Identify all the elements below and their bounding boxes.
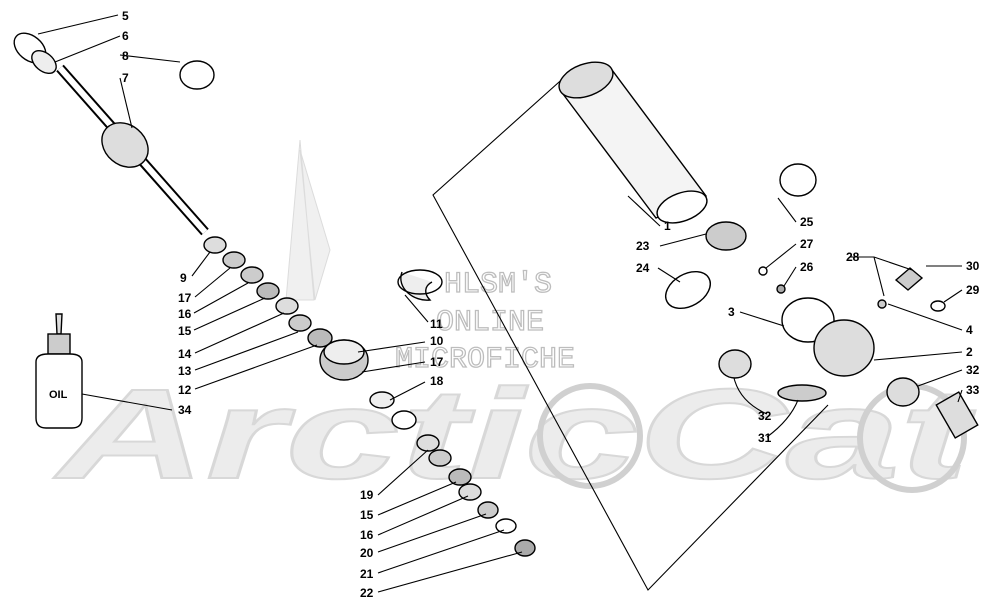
callout-24: 24 xyxy=(636,261,650,275)
washer xyxy=(391,410,417,430)
valve-core xyxy=(877,299,887,309)
seal-head xyxy=(101,122,149,168)
callout-1: 1 xyxy=(664,219,671,233)
valve-disc xyxy=(777,384,827,402)
washer xyxy=(448,468,472,486)
callout-12: 12 xyxy=(178,383,192,397)
callout-32: 32 xyxy=(966,363,980,377)
callout-4: 4 xyxy=(966,323,973,337)
callout-34: 34 xyxy=(178,403,192,417)
callout-18: 18 xyxy=(430,374,444,388)
callout-2: 2 xyxy=(966,345,973,359)
callout-26: 26 xyxy=(800,260,814,274)
washer xyxy=(240,266,264,284)
washer xyxy=(307,328,333,348)
callout-17: 17 xyxy=(430,355,444,369)
washer xyxy=(222,251,246,269)
callout-20: 20 xyxy=(360,546,374,560)
callout-27: 27 xyxy=(800,237,814,251)
callout-15: 15 xyxy=(360,508,374,522)
washer xyxy=(203,236,227,254)
valve-fitting xyxy=(894,267,924,291)
callout-16: 16 xyxy=(178,307,192,321)
oil-bottle: OIL xyxy=(35,313,83,429)
o-ring xyxy=(779,163,817,197)
callout-17: 17 xyxy=(178,291,192,305)
small-o-ring xyxy=(930,300,946,312)
small-o-ring xyxy=(758,266,768,276)
callout-33: 33 xyxy=(966,383,980,397)
bushing xyxy=(886,377,920,407)
bleed-screw xyxy=(776,284,786,294)
washer xyxy=(416,434,440,452)
washer xyxy=(31,49,57,75)
callout-28: 28 xyxy=(846,250,860,264)
callout-6: 6 xyxy=(122,29,129,43)
callout-22: 22 xyxy=(360,586,374,600)
callout-15: 15 xyxy=(178,324,192,338)
piston-rod-assembly xyxy=(13,32,215,236)
callout-25: 25 xyxy=(800,215,814,229)
watermark-tower xyxy=(285,139,331,301)
shock-body xyxy=(558,61,979,439)
watermark: ArcticCat HLSM'S ONLINE MICROFICHE xyxy=(52,139,976,507)
washer xyxy=(256,282,280,300)
washer xyxy=(428,449,452,467)
callout-29: 29 xyxy=(966,283,980,297)
clip-ring xyxy=(665,270,711,310)
callout-14: 14 xyxy=(178,347,192,361)
callout-9: 9 xyxy=(180,271,187,285)
sleeve xyxy=(935,391,979,439)
callout-32: 32 xyxy=(758,409,772,423)
o-ring xyxy=(781,297,835,343)
callout-21: 21 xyxy=(360,567,374,581)
reservoir-end xyxy=(813,319,875,377)
washer xyxy=(458,483,482,501)
callout-5: 5 xyxy=(122,9,129,23)
callout-16: 16 xyxy=(360,528,374,542)
spring-adjuster xyxy=(705,221,747,251)
callout-19: 19 xyxy=(360,488,374,502)
washer xyxy=(369,391,395,409)
callout-13: 13 xyxy=(178,364,192,378)
watermark-brand: ArcticCat xyxy=(53,363,975,506)
watermark-wheel xyxy=(537,383,643,489)
piston-assembly xyxy=(319,269,536,557)
callout-8: 8 xyxy=(122,49,129,63)
callout-3: 3 xyxy=(728,305,735,319)
washer xyxy=(275,297,299,315)
leader-lines xyxy=(37,14,963,593)
callout-31: 31 xyxy=(758,431,772,445)
callout-23: 23 xyxy=(636,239,650,253)
washer xyxy=(477,501,499,519)
left-washer-stack xyxy=(203,236,333,348)
washer xyxy=(495,518,517,534)
watermark-line2: ONLINE xyxy=(436,306,544,340)
o-ring xyxy=(179,60,215,90)
callout-10: 10 xyxy=(430,334,444,348)
callout-30: 30 xyxy=(966,259,980,273)
callout-7: 7 xyxy=(122,71,129,85)
assembly-bracket-line xyxy=(432,73,829,591)
callout-11: 11 xyxy=(430,317,443,331)
watermark-line3: MICROFICHE xyxy=(395,343,575,377)
bushing xyxy=(718,349,752,379)
oil-label: OIL xyxy=(49,389,68,401)
washer xyxy=(288,314,312,332)
callout-labels: 5 6 8 7 9 17 16 15 14 13 12 34 11 10 17 … xyxy=(122,9,980,600)
watermark-line1: HLSM'S xyxy=(444,268,552,302)
